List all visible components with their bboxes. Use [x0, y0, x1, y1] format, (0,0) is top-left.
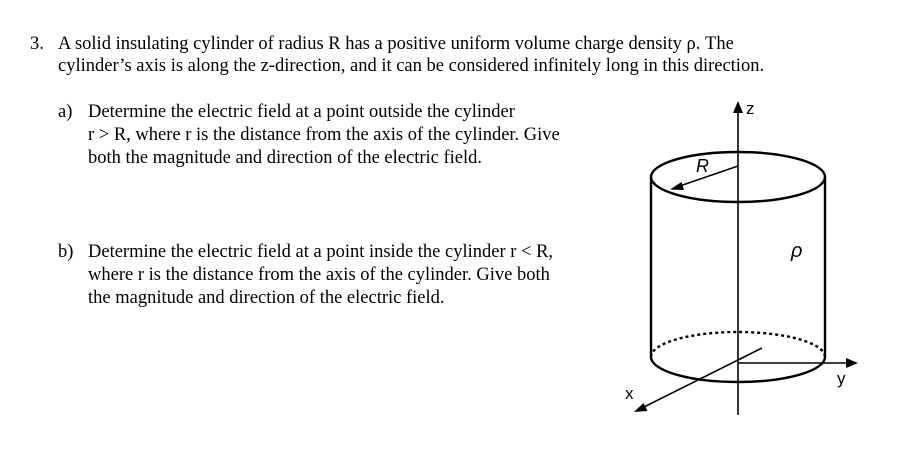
question-stem-line-2: cylinder’s axis is along the z-direction…	[58, 56, 765, 76]
radius-label: R	[696, 156, 709, 176]
cylinder-bottom-front	[649, 356, 827, 384]
part-b-line-3: the magnitude and direction of the elect…	[88, 288, 445, 308]
y-axis-arrowhead	[846, 358, 858, 368]
part-a-line-1: Determine the electric field at a point …	[88, 102, 515, 122]
question-stem-line-1: A solid insulating cylinder of radius R …	[58, 34, 734, 54]
z-axis-arrowhead	[733, 101, 743, 113]
x-axis-label: x	[625, 384, 634, 403]
x-axis	[639, 347, 763, 410]
part-a-line-3: both the magnitude and direction of the …	[88, 148, 483, 168]
part-b-line-2: where r is the distance from the axis of…	[88, 265, 550, 285]
z-axis-label: z	[746, 99, 755, 118]
radius-arrowhead	[670, 182, 684, 190]
part-a-label: a)	[58, 102, 73, 122]
x-axis-arrowhead	[634, 403, 648, 412]
part-b-line-1: Determine the electric field at a point …	[88, 242, 554, 262]
part-b-label: b)	[58, 242, 74, 262]
question-number: 3.	[30, 34, 44, 54]
part-a-line-2: r > R, where r is the distance from the …	[88, 125, 560, 145]
radius-line	[673, 165, 739, 189]
y-axis-label: y	[837, 369, 846, 388]
charge-density-label: ρ	[790, 240, 802, 262]
